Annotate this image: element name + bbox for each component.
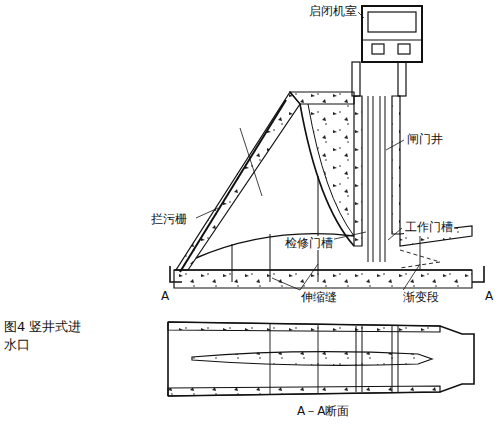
transition-label: 渐变段 — [402, 290, 440, 304]
section-mark: A — [484, 289, 494, 303]
slot-label: 检修门槽 — [284, 236, 334, 250]
section-title: A－A断面 — [296, 404, 350, 418]
rack-label: 拦污栅 — [150, 212, 188, 226]
room-label: 启闭机室 — [308, 4, 358, 18]
section-mark: A — [160, 289, 170, 303]
joint-label: 伸缩缝 — [300, 290, 338, 304]
slot-label: 工作门槽 — [404, 220, 454, 234]
figure-caption: 图4 竖井式进水口 — [4, 318, 90, 354]
shaft-label: 闸门井 — [406, 132, 444, 146]
